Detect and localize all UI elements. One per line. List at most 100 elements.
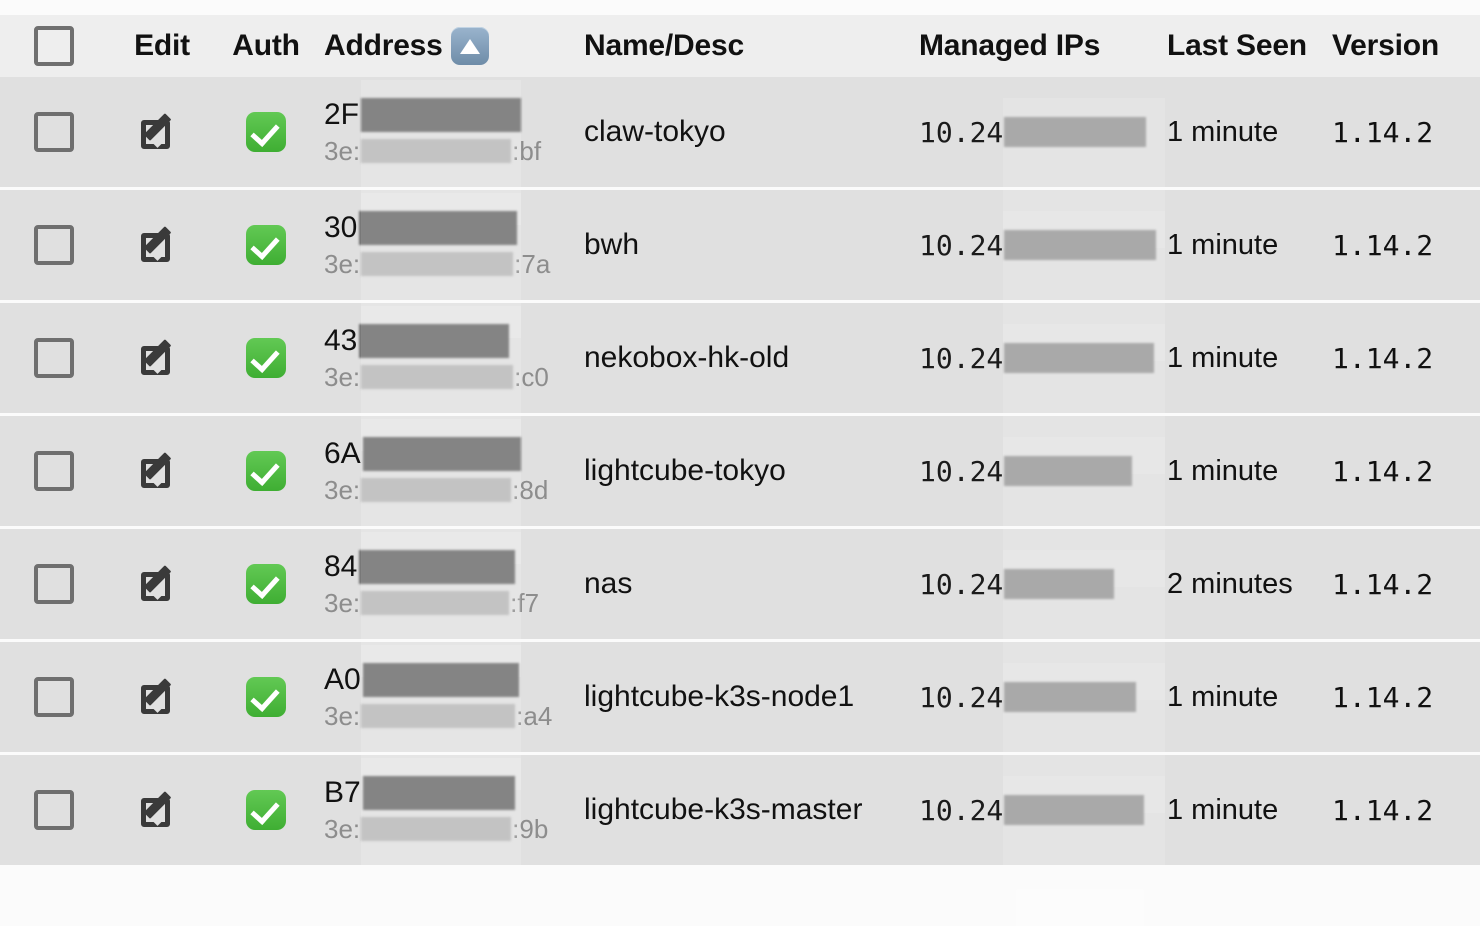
address-prefix: 6A <box>324 437 361 470</box>
edit-pencil-icon[interactable] <box>140 110 184 154</box>
mac-suffix: :8d <box>512 475 549 505</box>
row-cell-version: 1.14.2 <box>1326 342 1480 375</box>
row-cell-name[interactable]: nekobox-hk-old <box>578 341 913 375</box>
row-cell-name[interactable]: lightcube-k3s-node1 <box>578 680 913 714</box>
address-line: 84 <box>324 548 578 586</box>
member-name: lightcube-k3s-node1 <box>584 680 855 713</box>
row-cell-address[interactable]: 43 3e: :c0 <box>316 306 578 451</box>
edit-pencil-icon[interactable] <box>140 449 184 493</box>
row-cell-auth <box>216 790 316 830</box>
green-check-icon[interactable] <box>246 677 286 717</box>
member-name: nekobox-hk-old <box>584 341 790 374</box>
address-line: 43 <box>324 322 578 360</box>
row-checkbox[interactable] <box>34 564 74 604</box>
row-cell-name[interactable]: bwh <box>578 228 913 262</box>
row-cell-managed-ips[interactable]: 10.24 <box>913 662 1165 813</box>
address-prefix: 2F <box>324 98 360 131</box>
mac-prefix: 3e: <box>324 588 361 618</box>
row-cell-name[interactable]: lightcube-k3s-master <box>578 793 913 827</box>
header-cell-version[interactable]: Version <box>1326 15 1480 77</box>
row-checkbox[interactable] <box>34 112 74 152</box>
row-cell-name[interactable]: lightcube-tokyo <box>578 454 913 488</box>
row-cell-managed-ips[interactable]: 10.24 <box>913 436 1165 587</box>
header-cell-last-seen[interactable]: Last Seen <box>1161 15 1326 77</box>
triangle-up-icon[interactable] <box>450 27 489 65</box>
edit-pencil-icon[interactable] <box>140 223 184 267</box>
table-row[interactable]: 30 3e: :7a bwh 10.24 1 minute 1.14.2 <box>0 190 1480 361</box>
managed-ip-redaction <box>1004 230 1157 260</box>
mac-prefix: 3e: <box>324 814 361 844</box>
row-cell-auth <box>216 112 316 152</box>
row-cell-auth <box>216 225 316 265</box>
row-cell-edit <box>108 110 216 154</box>
row-cell-name[interactable]: claw-tokyo <box>578 115 913 149</box>
last-seen-value: 1 minute <box>1167 341 1279 374</box>
green-check-icon[interactable] <box>246 112 286 152</box>
row-cell-address[interactable]: 2F 3e: :bf <box>316 80 578 225</box>
row-checkbox[interactable] <box>34 338 74 378</box>
mac-suffix: :a4 <box>516 701 553 731</box>
members-table: Edit Auth Address Name/Desc Managed IPs … <box>0 15 1480 926</box>
row-cell-managed-ips[interactable]: 10.24 <box>913 210 1165 361</box>
managed-ip-prefix: 10.24 <box>919 341 1004 375</box>
row-cell-version: 1.14.2 <box>1326 794 1480 827</box>
version-value: 1.14.2 <box>1332 115 1434 149</box>
green-check-icon[interactable] <box>246 225 286 265</box>
green-check-icon[interactable] <box>246 451 286 491</box>
row-cell-edit <box>108 675 216 719</box>
edit-pencil-icon[interactable] <box>140 675 184 719</box>
row-cell-managed-ips[interactable]: 10.24 <box>913 97 1165 248</box>
member-name: lightcube-k3s-master <box>584 793 863 826</box>
version-value: 1.14.2 <box>1332 567 1434 601</box>
row-cell-address[interactable]: 84 3e: :f7 <box>316 532 578 677</box>
header-label-name: Name/Desc <box>584 29 744 62</box>
table-row[interactable]: 84 3e: :f7 nas 10.24 2 minutes 1.14.2 <box>0 529 1480 700</box>
managed-ip-redaction <box>1004 682 1137 712</box>
row-cell-address[interactable]: B7 3e: :9b <box>316 758 578 903</box>
row-checkbox[interactable] <box>34 677 74 717</box>
managed-ip-prefix: 10.24 <box>919 454 1004 488</box>
edit-pencil-icon[interactable] <box>140 562 184 606</box>
address-line: 2F <box>324 96 578 134</box>
row-cell-last-seen: 1 minute <box>1161 229 1326 262</box>
select-all-checkbox[interactable] <box>34 26 74 66</box>
green-check-icon[interactable] <box>246 790 286 830</box>
header-cell-name[interactable]: Name/Desc <box>578 15 913 77</box>
table-row[interactable]: 6A 3e: :8d lightcube-tokyo 10.24 1 minut… <box>0 416 1480 587</box>
row-checkbox[interactable] <box>34 225 74 265</box>
managed-ip-redaction <box>1004 795 1145 825</box>
table-row[interactable]: 2F 3e: :bf claw-tokyo 10.24 1 minute 1.1… <box>0 77 1480 248</box>
row-cell-address[interactable]: 6A 3e: :8d <box>316 419 578 564</box>
edit-pencil-icon[interactable] <box>140 788 184 832</box>
table-row[interactable]: B7 3e: :9b lightcube-k3s-master 10.24 1 … <box>0 755 1480 926</box>
header-cell-auth[interactable]: Auth <box>216 15 316 77</box>
row-cell-edit <box>108 449 216 493</box>
header-cell-managed-ips[interactable]: Managed IPs <box>913 15 1161 77</box>
row-cell-address[interactable]: 30 3e: :7a <box>316 193 578 338</box>
row-cell-auth <box>216 338 316 378</box>
row-cell-address[interactable]: A0 3e: :a4 <box>316 645 578 790</box>
row-cell-managed-ips[interactable]: 10.24 <box>913 775 1165 926</box>
row-cell-edit <box>108 788 216 832</box>
header-cell-address[interactable]: Address <box>316 15 578 77</box>
row-checkbox[interactable] <box>34 451 74 491</box>
header-label-version: Version <box>1332 29 1439 62</box>
green-check-icon[interactable] <box>246 338 286 378</box>
row-cell-managed-ips[interactable]: 10.24 <box>913 323 1165 474</box>
row-cell-name[interactable]: nas <box>578 567 913 601</box>
mac-prefix: 3e: <box>324 136 361 166</box>
address-line: 6A <box>324 435 578 473</box>
mac-redaction <box>361 817 512 841</box>
mac-line: 3e: :9b <box>324 812 578 846</box>
edit-pencil-icon[interactable] <box>140 336 184 380</box>
green-check-icon[interactable] <box>246 564 286 604</box>
row-cell-managed-ips[interactable]: 10.24 <box>913 549 1165 700</box>
mac-line: 3e: :f7 <box>324 586 578 620</box>
last-seen-value: 2 minutes <box>1167 567 1293 600</box>
table-row[interactable]: A0 3e: :a4 lightcube-k3s-node1 10.24 1 m… <box>0 642 1480 813</box>
row-checkbox[interactable] <box>34 790 74 830</box>
row-cell-edit <box>108 562 216 606</box>
address-redaction <box>361 98 522 132</box>
table-row[interactable]: 43 3e: :c0 nekobox-hk-old 10.24 1 minute… <box>0 303 1480 474</box>
header-cell-edit[interactable]: Edit <box>108 15 216 77</box>
